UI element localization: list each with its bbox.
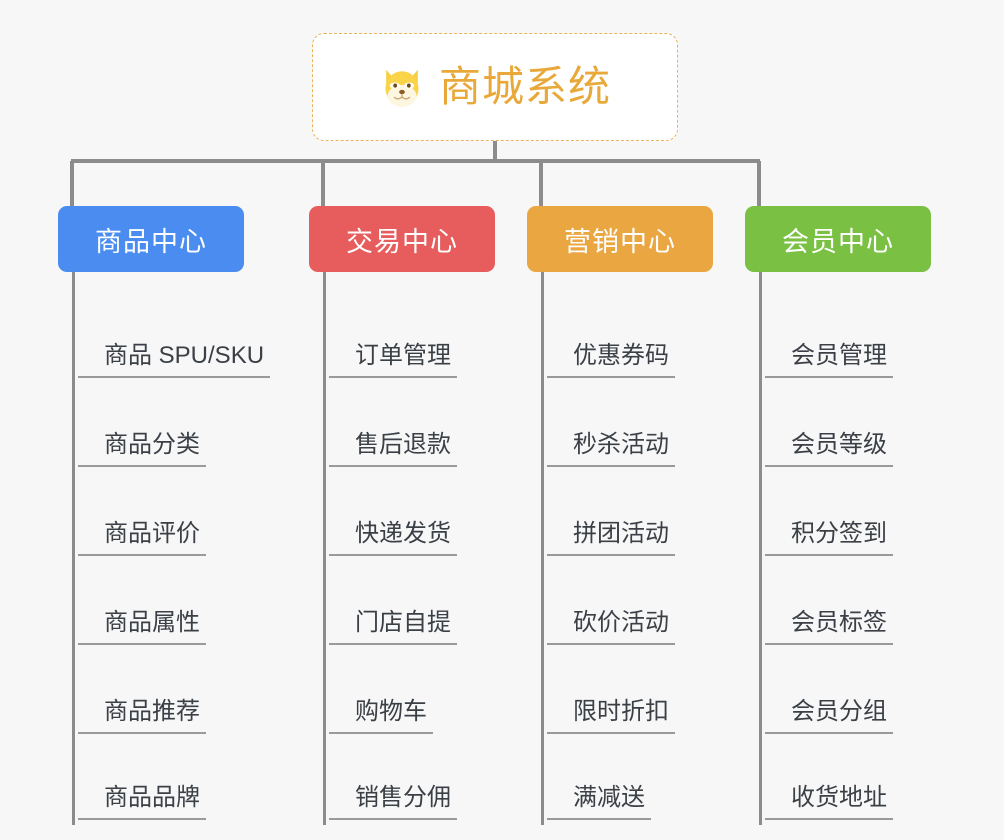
leaf-item-label: 商品分类	[78, 431, 206, 467]
branch-header-label: 商品中心	[95, 226, 207, 257]
leaf-item-label: 优惠券码	[547, 342, 675, 378]
leaf-item-label: 会员标签	[765, 609, 893, 645]
branch-column: 会员中心会员管理会员等级积分签到会员标签会员分组收货地址	[745, 206, 931, 825]
leaf-list: 会员管理会员等级积分签到会员标签会员分组收货地址	[759, 272, 931, 825]
leaf-item[interactable]: 商品分类	[72, 383, 244, 472]
leaf-item-label: 收货地址	[765, 784, 893, 820]
leaf-item-label: 购物车	[329, 698, 433, 734]
branch-header[interactable]: 营销中心	[527, 206, 713, 272]
branch-header-label: 会员中心	[782, 226, 894, 257]
branch-column: 商品中心商品 SPU/SKU 商品分类商品评价商品属性商品推荐商品品牌	[58, 206, 271, 825]
branch-header-label: 交易中心	[346, 226, 458, 257]
leaf-item-label: 会员等级	[765, 431, 893, 467]
leaf-item[interactable]: 销售分佣	[323, 739, 495, 825]
leaf-item[interactable]: 拼团活动	[541, 472, 713, 561]
leaf-item-label: 砍价活动	[547, 609, 675, 645]
branch-column: 营销中心优惠券码秒杀活动拼团活动砍价活动限时折扣满减送	[527, 206, 713, 825]
leaf-item-label: 快递发货	[329, 520, 457, 556]
leaf-item-label: 售后退款	[329, 431, 457, 467]
leaf-item[interactable]: 砍价活动	[541, 561, 713, 650]
branch-header[interactable]: 会员中心	[745, 206, 931, 272]
root-node[interactable]: 商城系统	[312, 33, 678, 141]
leaf-list: 订单管理售后退款快递发货门店自提购物车销售分佣	[323, 272, 495, 825]
leaf-item-label: 拼团活动	[547, 520, 675, 556]
leaf-item[interactable]: 商品品牌	[72, 739, 244, 825]
leaf-item[interactable]: 商品 SPU/SKU	[72, 294, 271, 383]
leaf-item[interactable]: 会员标签	[759, 561, 931, 650]
leaf-list: 优惠券码秒杀活动拼团活动砍价活动限时折扣满减送	[541, 272, 713, 825]
leaf-item-label: 销售分佣	[329, 784, 457, 820]
leaf-item[interactable]: 商品推荐	[72, 650, 244, 739]
leaf-item[interactable]: 优惠券码	[541, 294, 713, 383]
leaf-item-label: 秒杀活动	[547, 431, 675, 467]
leaf-item[interactable]: 满减送	[541, 739, 713, 825]
leaf-item-label: 商品品牌	[78, 784, 206, 820]
branch-column: 交易中心订单管理售后退款快递发货门店自提购物车销售分佣	[309, 206, 495, 825]
leaf-list: 商品 SPU/SKU 商品分类商品评价商品属性商品推荐商品品牌	[72, 272, 271, 825]
leaf-item-label: 商品 SPU/SKU	[78, 342, 271, 378]
leaf-item[interactable]: 门店自提	[323, 561, 495, 650]
shiba-dog-icon	[385, 69, 419, 108]
leaf-item-label: 商品属性	[78, 609, 206, 645]
leaf-item[interactable]: 会员等级	[759, 383, 931, 472]
leaf-item[interactable]: 积分签到	[759, 472, 931, 561]
leaf-item-label: 门店自提	[329, 609, 457, 645]
leaf-item-label: 会员管理	[765, 342, 893, 378]
leaf-item-label: 商品推荐	[78, 698, 206, 734]
leaf-item[interactable]: 收货地址	[759, 739, 931, 825]
leaf-item[interactable]: 购物车	[323, 650, 495, 739]
leaf-item[interactable]: 快递发货	[323, 472, 495, 561]
leaf-item[interactable]: 限时折扣	[541, 650, 713, 739]
branch-header-label: 营销中心	[564, 226, 676, 257]
leaf-item[interactable]: 商品属性	[72, 561, 244, 650]
leaf-item[interactable]: 秒杀活动	[541, 383, 713, 472]
leaf-item-label: 积分签到	[765, 520, 893, 556]
leaf-item-label: 商品评价	[78, 520, 206, 556]
leaf-item[interactable]: 商品评价	[72, 472, 244, 561]
leaf-item-label: 会员分组	[765, 698, 893, 734]
leaf-item[interactable]: 会员管理	[759, 294, 931, 383]
leaf-item-label: 满减送	[547, 784, 651, 820]
branch-header[interactable]: 交易中心	[309, 206, 495, 272]
leaf-item[interactable]: 售后退款	[323, 383, 495, 472]
leaf-item-label: 订单管理	[329, 342, 457, 378]
leaf-item[interactable]: 会员分组	[759, 650, 931, 739]
root-title: 商城系统	[438, 63, 611, 110]
leaf-item-label: 限时折扣	[547, 698, 675, 734]
leaf-item[interactable]: 订单管理	[323, 294, 495, 383]
branch-header[interactable]: 商品中心	[58, 206, 244, 272]
